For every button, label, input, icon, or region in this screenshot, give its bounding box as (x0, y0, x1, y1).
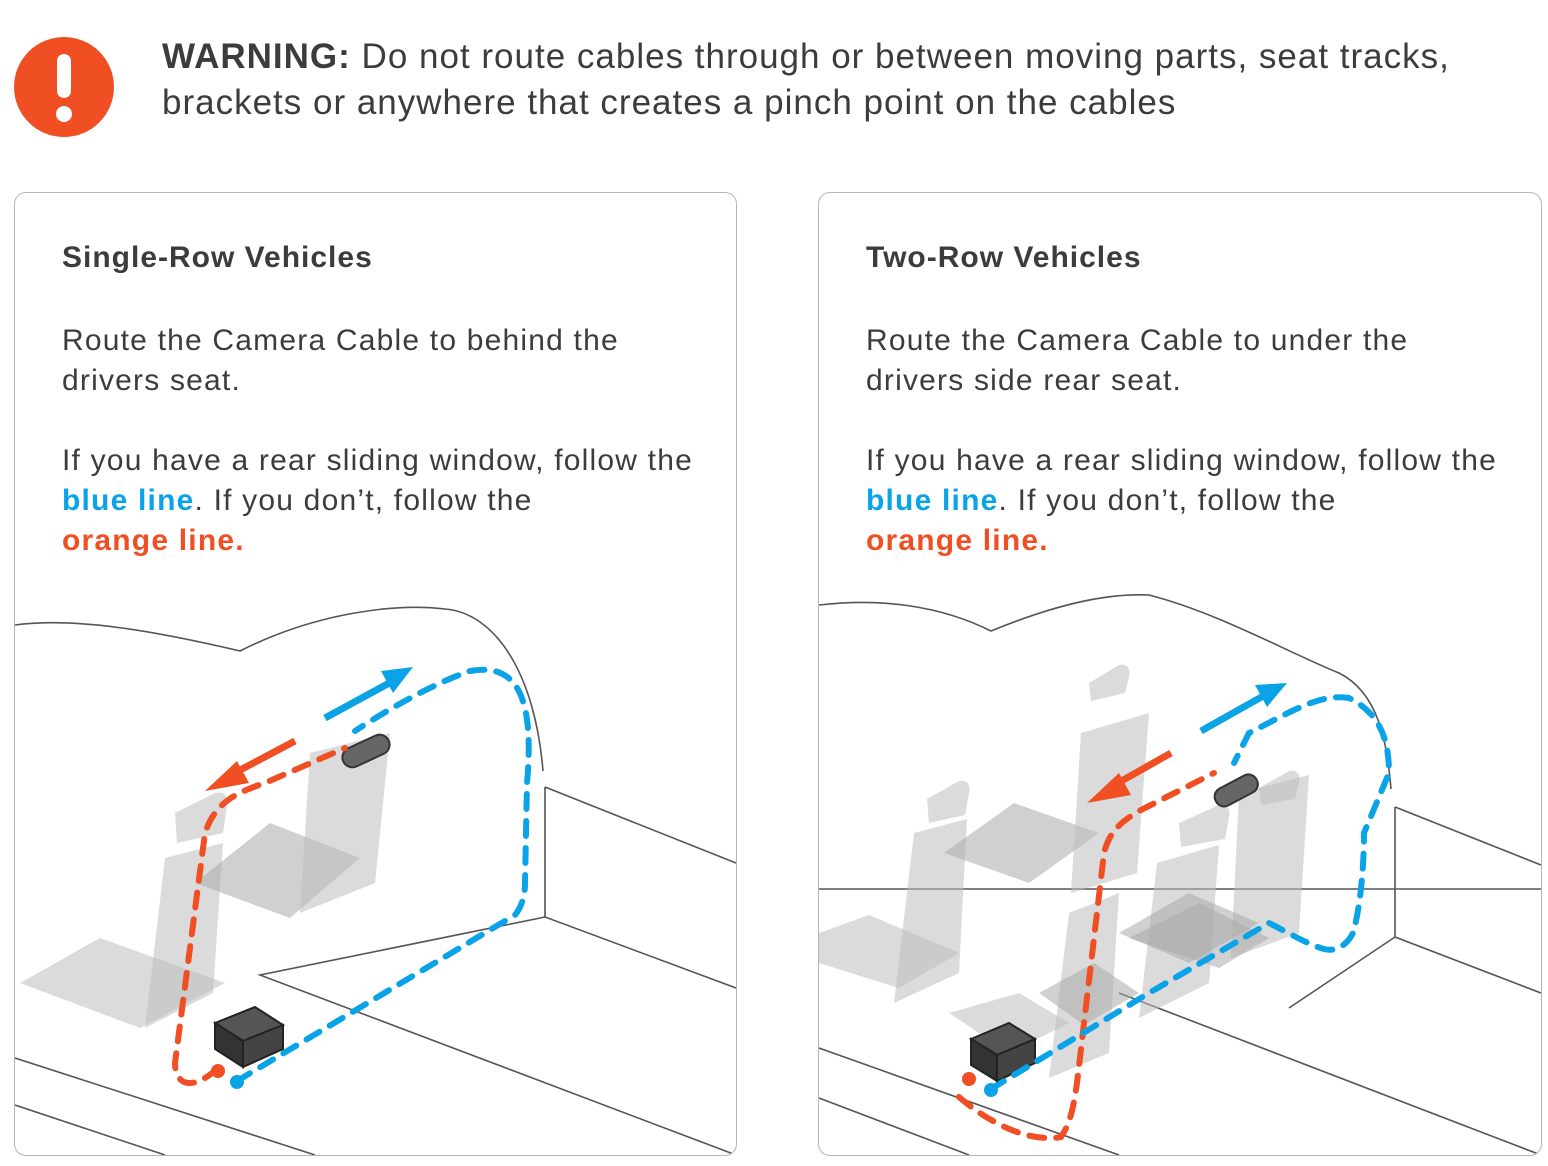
exclamation-icon (14, 37, 114, 137)
line-legend-text: If you have a rear sliding window, follo… (62, 441, 702, 561)
orange-line-label: orange line. (62, 524, 245, 557)
legend-text-mid: . If you don’t, follow the (998, 484, 1337, 517)
warning-text: Do not route cables through or between m… (162, 37, 1450, 122)
panel-body: Route the Camera Cable to behind the dri… (62, 321, 702, 601)
line-legend-text: If you have a rear sliding window, follo… (866, 441, 1506, 561)
panel-title: Single-Row Vehicles (62, 241, 373, 274)
orange-line-label: orange line. (866, 524, 1049, 557)
instruction-text: Route the Camera Cable to behind the dri… (62, 324, 619, 397)
panel-body: Route the Camera Cable to under the driv… (866, 321, 1506, 601)
legend-text-mid: . If you don’t, follow the (194, 484, 533, 517)
panel-title: Two-Row Vehicles (866, 241, 1142, 274)
single-row-panel: Single-Row Vehicles Route the Camera Cab… (14, 192, 737, 1156)
blue-line-label: blue line (866, 484, 999, 517)
warning-label: WARNING: (162, 37, 351, 76)
instruction-text: Route the Camera Cable to under the driv… (866, 324, 1409, 397)
legend-text-pre: If you have a rear sliding window, follo… (62, 444, 693, 477)
two-row-cable-diagram (819, 593, 1541, 1155)
warning-message: WARNING: Do not route cables through or … (162, 34, 1532, 126)
single-row-cable-diagram (15, 606, 736, 1155)
legend-text-pre: If you have a rear sliding window, follo… (866, 444, 1497, 477)
blue-line-label: blue line (62, 484, 195, 517)
two-row-panel: Two-Row Vehicles Route the Camera Cable … (818, 192, 1542, 1156)
